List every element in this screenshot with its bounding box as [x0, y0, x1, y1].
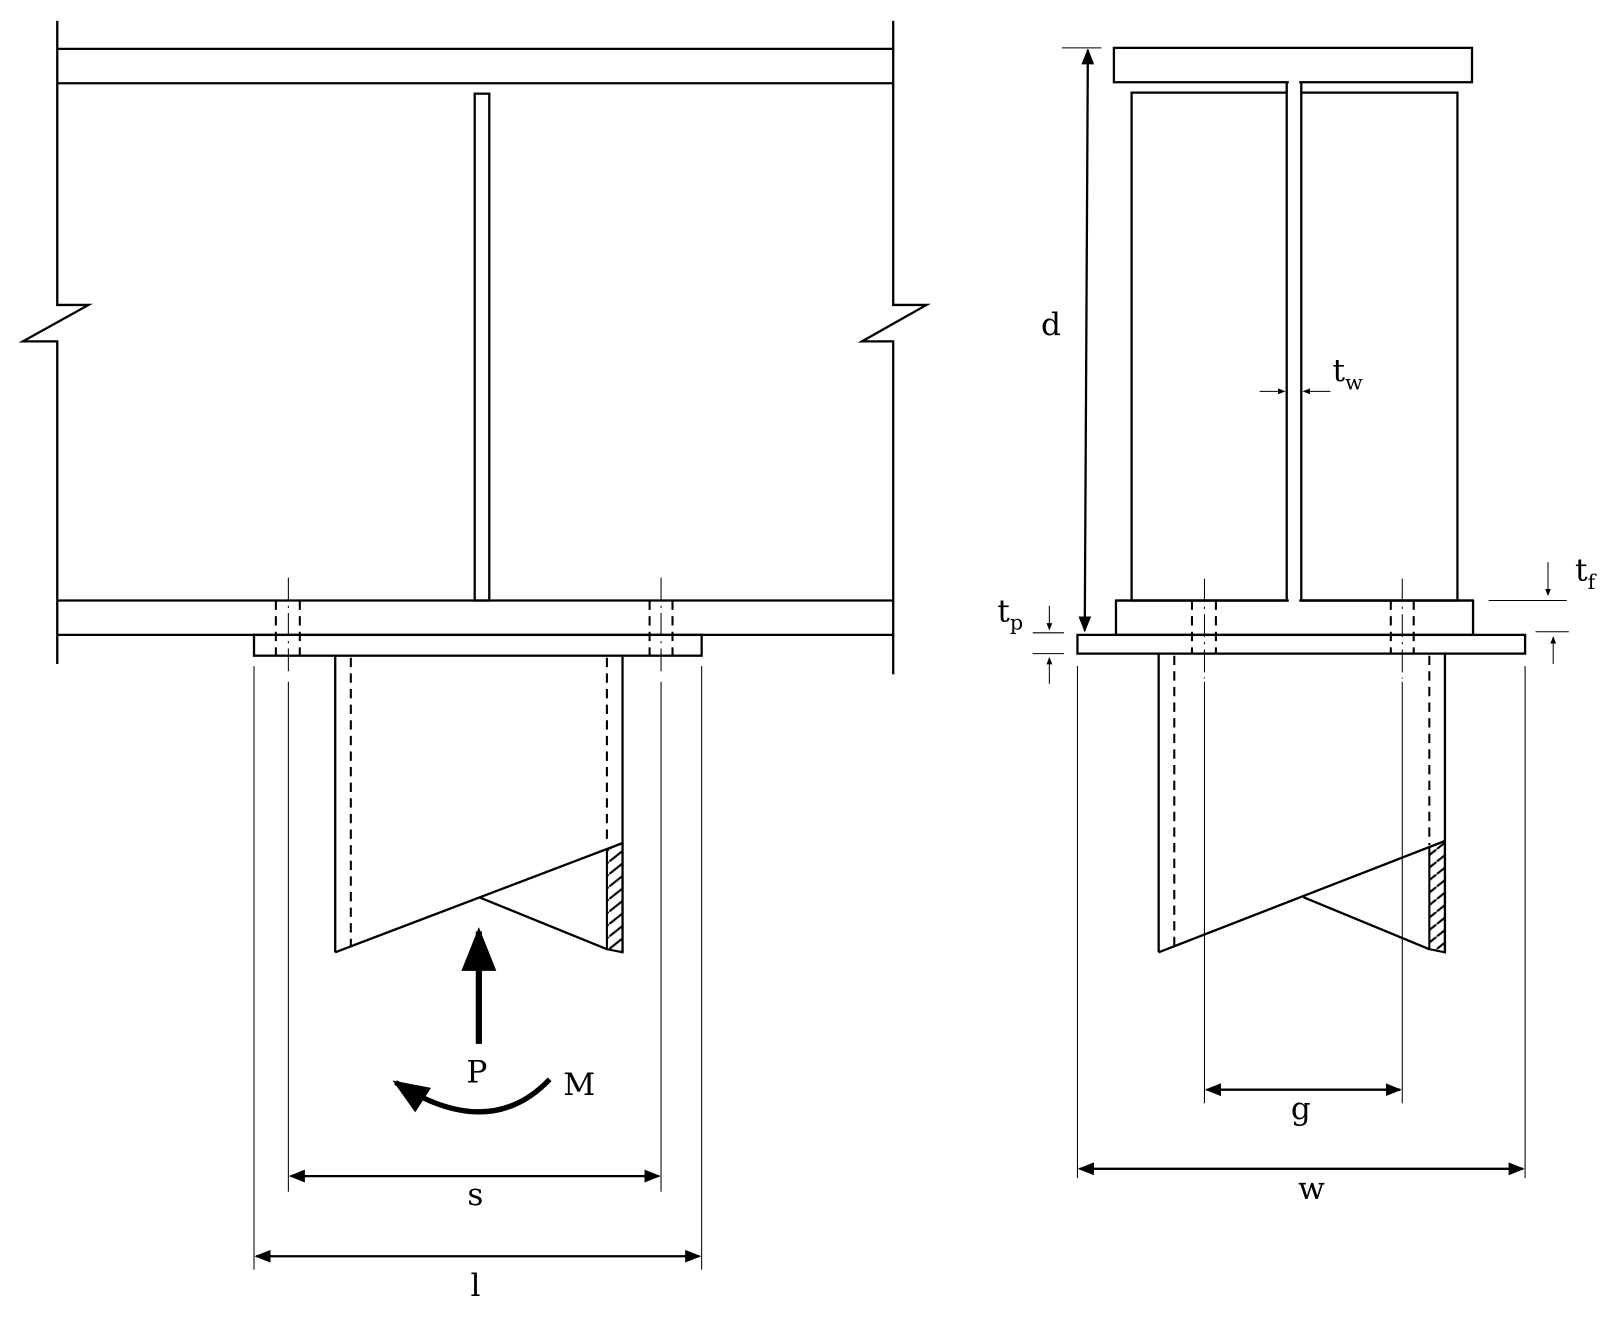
flange-thickness-label: tf — [1575, 553, 1597, 594]
tee-stem — [334, 655, 624, 954]
moment-label: M — [563, 1067, 595, 1103]
plate-length-label: l — [471, 1268, 481, 1304]
depth-dimension — [1078, 48, 1095, 633]
moment-arrow — [392, 1077, 552, 1115]
beam-right-break-line — [857, 20, 931, 675]
bolt-spacing-label: s — [467, 1177, 483, 1213]
top-flange — [1112, 46, 1474, 84]
beam-section-view: d tw tf tp g w — [997, 46, 1597, 1207]
gauge-label: g — [1291, 1091, 1311, 1127]
depth-label: d — [1041, 307, 1061, 343]
end-plate — [252, 633, 703, 657]
weld-hatch — [1428, 839, 1446, 954]
axial-load-label: P — [466, 1054, 487, 1090]
web-thickness-label: tw — [1333, 353, 1364, 394]
plate-width-label: w — [1298, 1171, 1325, 1207]
beam-left-break-line — [18, 20, 93, 665]
beam-elevation-view: P M s l — [18, 20, 931, 1304]
tee-stem — [1157, 653, 1447, 954]
web-left-panel — [1130, 91, 1288, 602]
bottom-flange — [1114, 599, 1475, 637]
web-stiffener — [473, 92, 491, 602]
web-right-panel — [1300, 91, 1459, 602]
weld-hatch — [605, 841, 624, 954]
plate-thickness-label: tp — [997, 593, 1023, 634]
end-plate — [1076, 633, 1527, 655]
